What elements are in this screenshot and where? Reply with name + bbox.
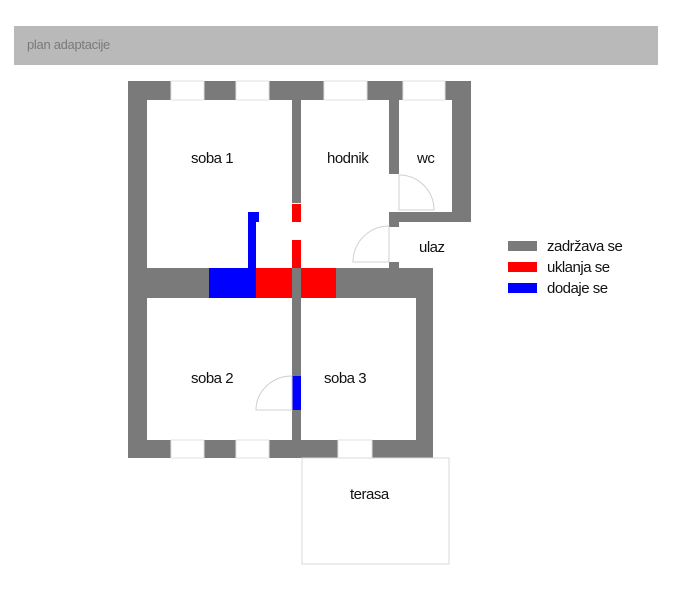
legend-swatch-keep (508, 241, 537, 251)
room-label-terasa: terasa (350, 486, 390, 503)
room-label-soba2: soba 2 (191, 370, 233, 387)
wall-middle-left (147, 268, 209, 298)
wall-top (128, 81, 471, 100)
wall-hodnik-ulaz (389, 262, 399, 272)
doors (255, 174, 435, 411)
window (235, 439, 270, 459)
wall-right-lower (416, 268, 433, 458)
legend-swatch-add (508, 283, 537, 293)
wall-hodnik-wc (389, 100, 399, 174)
removed-wall (301, 268, 336, 298)
removed-wall (256, 268, 292, 298)
room-label-ulaz: ulaz (419, 239, 445, 256)
added-walls (209, 212, 301, 410)
room-label-soba3: soba 3 (324, 370, 366, 387)
room-label-wc: wc (416, 150, 435, 167)
wall-left (128, 81, 147, 458)
added-wall (209, 268, 256, 298)
wall-soba2-soba3 (292, 298, 301, 376)
wall-wc-right (452, 81, 471, 222)
legend-label-add: dodaje se (547, 280, 608, 297)
legend-label-keep: zadržava se (547, 238, 623, 255)
legend: zadržava se uklanja se dodaje se (508, 238, 623, 297)
wall-soba1-hodnik (292, 100, 301, 203)
window (323, 80, 368, 101)
windows (170, 80, 446, 459)
removed-wall (292, 240, 301, 268)
window (402, 80, 446, 101)
window (170, 80, 205, 101)
added-wall (248, 212, 259, 222)
room-label-soba1: soba 1 (191, 150, 233, 167)
wall-hodnik-wc-mid (389, 212, 399, 227)
terrace-outline (301, 457, 450, 565)
wall-soba2-soba3-lower (292, 410, 301, 440)
removed-wall (292, 204, 301, 222)
wall-middle-center (292, 268, 301, 298)
door-soba2 (255, 375, 293, 411)
window (337, 439, 373, 459)
window (235, 80, 270, 101)
wall-wc-bottom (389, 212, 471, 222)
added-wall (292, 376, 301, 410)
window (170, 439, 205, 459)
title-bar: plan adaptacije (14, 26, 658, 65)
door-ulaz (352, 225, 390, 263)
legend-label-remove: uklanja se (547, 259, 610, 276)
added-wall (248, 212, 256, 268)
page-title: plan adaptacije (27, 37, 110, 52)
door-wc (398, 174, 435, 211)
removed-walls (256, 204, 336, 298)
room-label-hodnik: hodnik (327, 150, 369, 167)
legend-swatch-remove (508, 262, 537, 272)
